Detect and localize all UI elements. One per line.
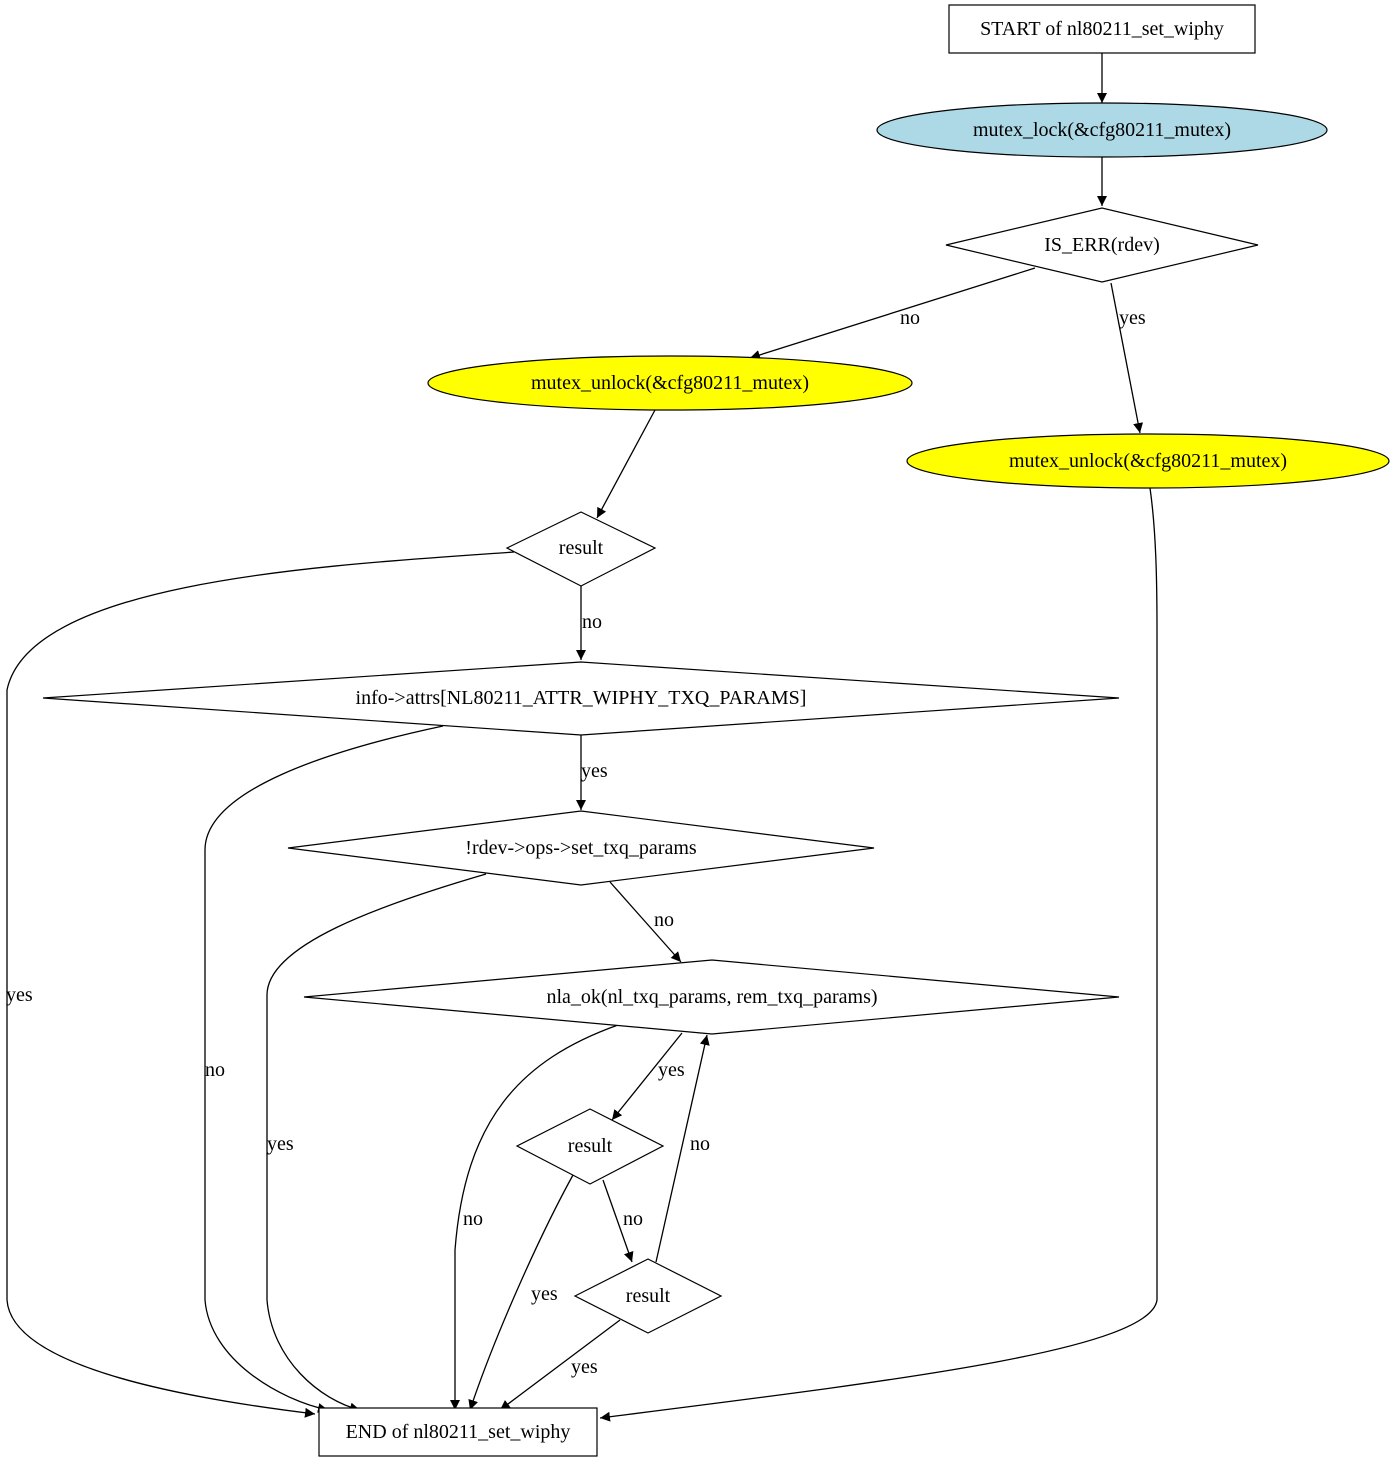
info-attrs-label: info->attrs[NL80211_ATTR_WIPHY_TXQ_PARAM…	[356, 687, 807, 709]
edge-label-result1-no: no	[582, 611, 602, 633]
edge-label-set-txq-no: no	[654, 909, 674, 931]
set-txq-params-decision: !rdev->ops->set_txq_params	[287, 810, 875, 886]
mutex-lock-node: mutex_lock(&cfg80211_mutex)	[876, 102, 1328, 158]
result-3-decision: result	[573, 1258, 723, 1334]
edge-is-err-no	[749, 267, 1036, 360]
edge-nla-ok-no	[450, 1024, 619, 1410]
result-2-label: result	[568, 1135, 613, 1157]
edge-label-result3-no: no	[690, 1133, 710, 1155]
edge-result2-yes	[468, 1174, 574, 1411]
edge-result2-no	[602, 1179, 634, 1263]
mutex-unlock-no-label: mutex_unlock(&cfg80211_mutex)	[531, 372, 809, 394]
set-txq-params-label: !rdev->ops->set_txq_params	[465, 837, 697, 859]
edge-result1-yes	[6, 551, 515, 1418]
end-label: END of nl80211_set_wiphy	[346, 1421, 571, 1443]
end-node: END of nl80211_set_wiphy	[318, 1407, 598, 1457]
edge-info-attrs-no	[204, 725, 444, 1413]
result-3-label: result	[626, 1285, 671, 1307]
edge-label-nla-ok-no: no	[463, 1208, 483, 1230]
mutex-unlock-yes-label: mutex_unlock(&cfg80211_mutex)	[1009, 450, 1287, 472]
edge-label-set-txq-yes: yes	[267, 1133, 294, 1155]
edge-label-result2-no: no	[623, 1208, 643, 1230]
edge-label-is-err-yes: yes	[1119, 307, 1146, 329]
start-label: START of nl80211_set_wiphy	[980, 18, 1224, 40]
edge-label-result1-yes: yes	[6, 984, 33, 1006]
edge-result3-no	[655, 1034, 710, 1263]
edge-label-result2-yes: yes	[531, 1283, 558, 1305]
edge-mutex-unlock-no-to-result	[596, 409, 656, 519]
edge-mutex-unlock-yes-to-end	[599, 487, 1158, 1422]
nla-ok-decision: nla_ok(nl_txq_params, rem_txq_params)	[303, 959, 1120, 1035]
edge-labels: no yes no yes yes no no yes yes no no no…	[6, 307, 1146, 1378]
mutex-unlock-yes-node: mutex_unlock(&cfg80211_mutex)	[906, 433, 1390, 489]
edge-nla-ok-yes	[611, 1032, 683, 1121]
mutex-lock-shape	[876, 102, 1328, 158]
edge-set-txq-yes	[266, 873, 487, 1413]
mutex-unlock-yes-shape	[906, 433, 1390, 489]
result-1-decision: result	[505, 511, 657, 587]
mutex-unlock-no-shape	[427, 355, 913, 411]
start-node: START of nl80211_set_wiphy	[948, 4, 1256, 54]
nodes: START of nl80211_set_wiphy mutex_lock(&c…	[42, 4, 1390, 1457]
info-attrs-decision: info->attrs[NL80211_ATTR_WIPHY_TXQ_PARAM…	[42, 661, 1120, 736]
nla-ok-label: nla_ok(nl_txq_params, rem_txq_params)	[546, 986, 877, 1008]
mutex-unlock-no-node: mutex_unlock(&cfg80211_mutex)	[427, 355, 913, 411]
edge-label-is-err-no: no	[900, 307, 920, 329]
edge-label-info-attrs-yes: yes	[581, 760, 608, 782]
result-2-decision: result	[515, 1108, 665, 1185]
edge-set-txq-no	[609, 881, 682, 963]
is-err-decision: IS_ERR(rdev)	[945, 207, 1259, 283]
edge-label-result3-yes: yes	[571, 1356, 598, 1378]
edges	[6, 53, 1158, 1422]
edge-label-nla-ok-yes: yes	[658, 1059, 685, 1081]
mutex-lock-label: mutex_lock(&cfg80211_mutex)	[973, 119, 1231, 141]
edge-result3-yes	[499, 1319, 621, 1411]
edge-label-info-attrs-no: no	[205, 1059, 225, 1081]
edge-is-err-yes	[1110, 282, 1144, 434]
result-1-label: result	[559, 537, 604, 559]
is-err-label: IS_ERR(rdev)	[1044, 234, 1160, 256]
